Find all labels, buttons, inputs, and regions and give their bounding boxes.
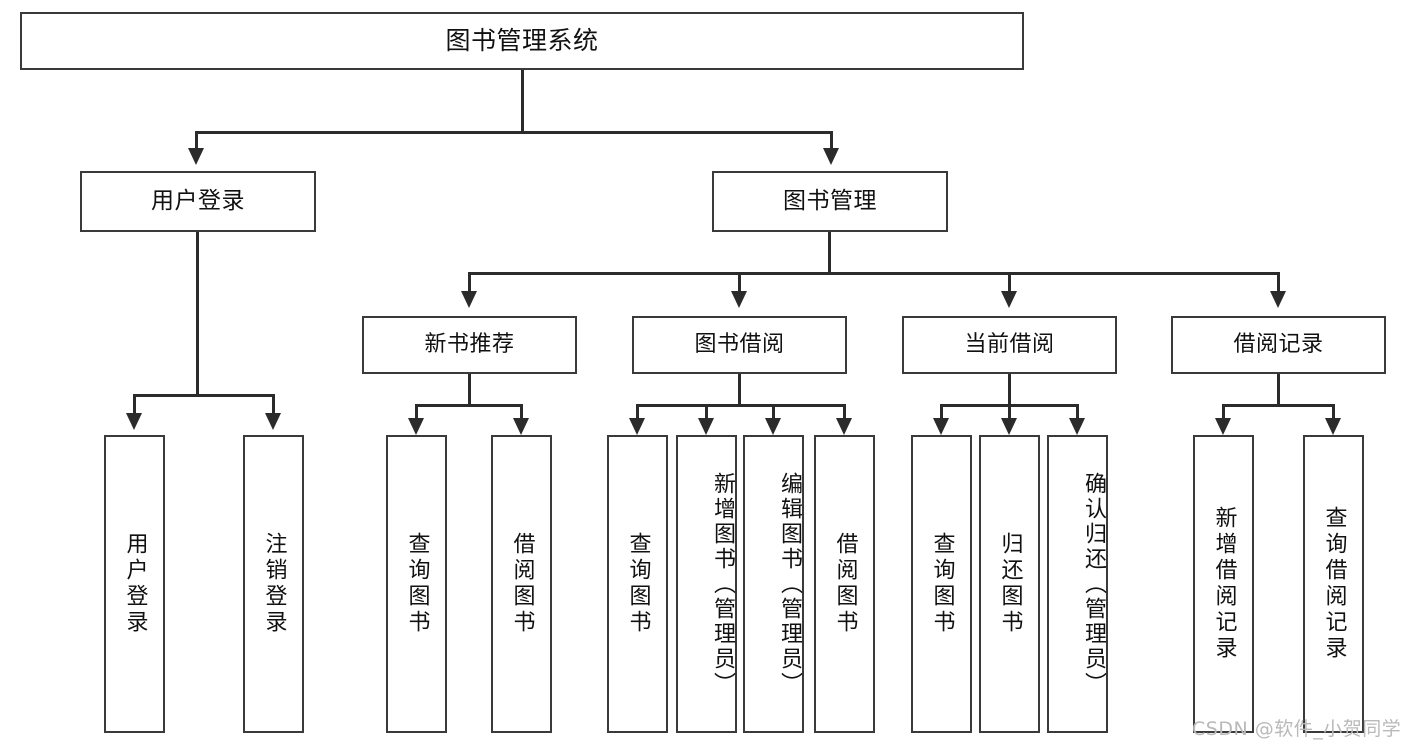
leaf-borrow-book[interactable]: 借阅图书	[814, 435, 875, 733]
leaf-label: 查询图书	[929, 532, 955, 636]
leaf-query-book-borrow[interactable]: 查询图书	[607, 435, 668, 733]
arrow-to-leaf-query-book-3	[933, 418, 949, 435]
leaf-label: 借阅图书	[832, 532, 858, 636]
connector-book-management-stem	[828, 232, 831, 274]
connector-book-borrow-bus	[636, 404, 846, 407]
connector-new-book-bus	[415, 404, 523, 407]
leaf-label: 归还图书	[997, 532, 1023, 636]
connector-borrow-record-drop-2	[1332, 404, 1335, 420]
connector-level2-drop-1	[195, 131, 198, 149]
connector-current-borrow-stem	[1008, 374, 1011, 406]
leaf-confirm-return-admin[interactable]: 确认归还（管理员）	[1047, 435, 1108, 733]
connector-borrow-record-drop-1	[1222, 404, 1225, 420]
arrow-to-leaf-borrow-book-2	[836, 418, 852, 435]
leaf-add-borrow-record[interactable]: 新增借阅记录	[1193, 435, 1254, 733]
connector-current-borrow-drop-1	[940, 404, 943, 420]
connector-book-borrow-drop-3	[772, 404, 775, 420]
connector-user-login-bus	[133, 394, 275, 397]
arrow-to-leaf-logout	[265, 413, 281, 430]
leaf-label: 查询图书	[404, 532, 430, 636]
leaf-label: 新增图书（管理员）	[710, 471, 735, 697]
arrow-to-leaf-query-book-2	[629, 418, 645, 435]
node-new-book-recommend[interactable]: 新书推荐	[362, 316, 577, 374]
connector-user-login-drop-1	[133, 394, 136, 414]
connector-level3-drop-1	[468, 272, 471, 292]
arrow-to-leaf-query-book-1	[408, 418, 424, 435]
connector-book-borrow-stem	[738, 374, 741, 406]
arrow-to-book-borrow	[731, 291, 747, 308]
leaf-query-book-recommend[interactable]: 查询图书	[386, 435, 447, 733]
leaf-label: 新增借阅记录	[1211, 506, 1237, 662]
node-label: 图书管理	[783, 187, 877, 214]
arrow-to-leaf-confirm-return	[1069, 418, 1085, 435]
connector-borrow-record-stem	[1277, 374, 1280, 406]
leaf-label: 注销登录	[261, 532, 287, 636]
connector-user-login-stem	[196, 232, 199, 396]
node-label: 借阅记录	[1233, 332, 1324, 358]
node-label: 新书推荐	[424, 332, 515, 358]
node-label: 图书管理系统	[445, 26, 599, 56]
connector-level3-bus	[468, 272, 1280, 275]
arrow-to-leaf-add-record	[1215, 418, 1231, 435]
leaf-user-login[interactable]: 用户登录	[104, 435, 165, 733]
connector-user-login-drop-2	[272, 394, 275, 414]
node-book-borrow[interactable]: 图书借阅	[632, 316, 847, 374]
connector-current-borrow-drop-2	[1008, 404, 1011, 420]
node-user-login[interactable]: 用户登录	[80, 171, 316, 232]
node-borrow-record[interactable]: 借阅记录	[1171, 316, 1386, 374]
leaf-borrow-book-recommend[interactable]: 借阅图书	[491, 435, 552, 733]
node-label: 当前借阅	[964, 332, 1055, 358]
arrow-to-new-book-recommend	[461, 291, 477, 308]
connector-level2-drop-2	[830, 131, 833, 149]
leaf-label: 编辑图书（管理员）	[777, 471, 802, 697]
leaf-query-borrow-record[interactable]: 查询借阅记录	[1303, 435, 1364, 733]
connector-level3-drop-3	[1008, 272, 1011, 292]
connector-book-borrow-drop-1	[636, 404, 639, 420]
arrow-to-leaf-edit-book	[765, 418, 781, 435]
leaf-label: 查询图书	[625, 532, 651, 636]
arrow-to-leaf-query-record	[1325, 418, 1341, 435]
connector-current-borrow-drop-3	[1076, 404, 1079, 420]
leaf-logout[interactable]: 注销登录	[243, 435, 304, 733]
arrow-to-current-borrow	[1001, 291, 1017, 308]
connector-new-book-drop-1	[415, 404, 418, 420]
arrow-to-leaf-return-book	[1001, 418, 1017, 435]
leaf-label: 借阅图书	[509, 532, 535, 636]
watermark-text: CSDN @软件_小贺同学	[1192, 718, 1402, 740]
node-root-book-management-system[interactable]: 图书管理系统	[20, 12, 1024, 70]
arrow-to-leaf-add-book	[698, 418, 714, 435]
leaf-add-book-admin[interactable]: 新增图书（管理员）	[676, 435, 737, 733]
node-label: 图书借阅	[694, 332, 785, 358]
arrow-to-book-management	[823, 148, 839, 165]
connector-borrow-record-bus	[1222, 404, 1335, 407]
connector-level2-bus	[195, 131, 833, 134]
arrow-to-leaf-user-login	[126, 413, 142, 430]
leaf-query-book-current[interactable]: 查询图书	[911, 435, 972, 733]
arrow-to-leaf-borrow-book-1	[513, 418, 529, 435]
connector-book-borrow-drop-2	[705, 404, 708, 420]
node-current-borrow[interactable]: 当前借阅	[902, 316, 1117, 374]
watermark-csdn: CSDN @软件_小贺同学	[1192, 714, 1401, 741]
node-book-management[interactable]: 图书管理	[712, 171, 948, 232]
connector-level3-drop-2	[738, 272, 741, 292]
leaf-return-book[interactable]: 归还图书	[979, 435, 1040, 733]
node-label: 用户登录	[151, 187, 245, 214]
arrow-to-borrow-record	[1270, 291, 1286, 308]
arrow-to-user-login	[188, 148, 204, 165]
leaf-label: 用户登录	[122, 532, 148, 636]
connector-level3-drop-4	[1277, 272, 1280, 292]
leaf-label: 查询借阅记录	[1321, 506, 1347, 662]
connector-new-book-drop-2	[520, 404, 523, 420]
connector-root-stem	[521, 70, 524, 132]
connector-new-book-stem	[468, 374, 471, 406]
connector-book-borrow-drop-4	[843, 404, 846, 420]
leaf-edit-book-admin[interactable]: 编辑图书（管理员）	[743, 435, 804, 733]
leaf-label: 确认归还（管理员）	[1081, 471, 1106, 697]
